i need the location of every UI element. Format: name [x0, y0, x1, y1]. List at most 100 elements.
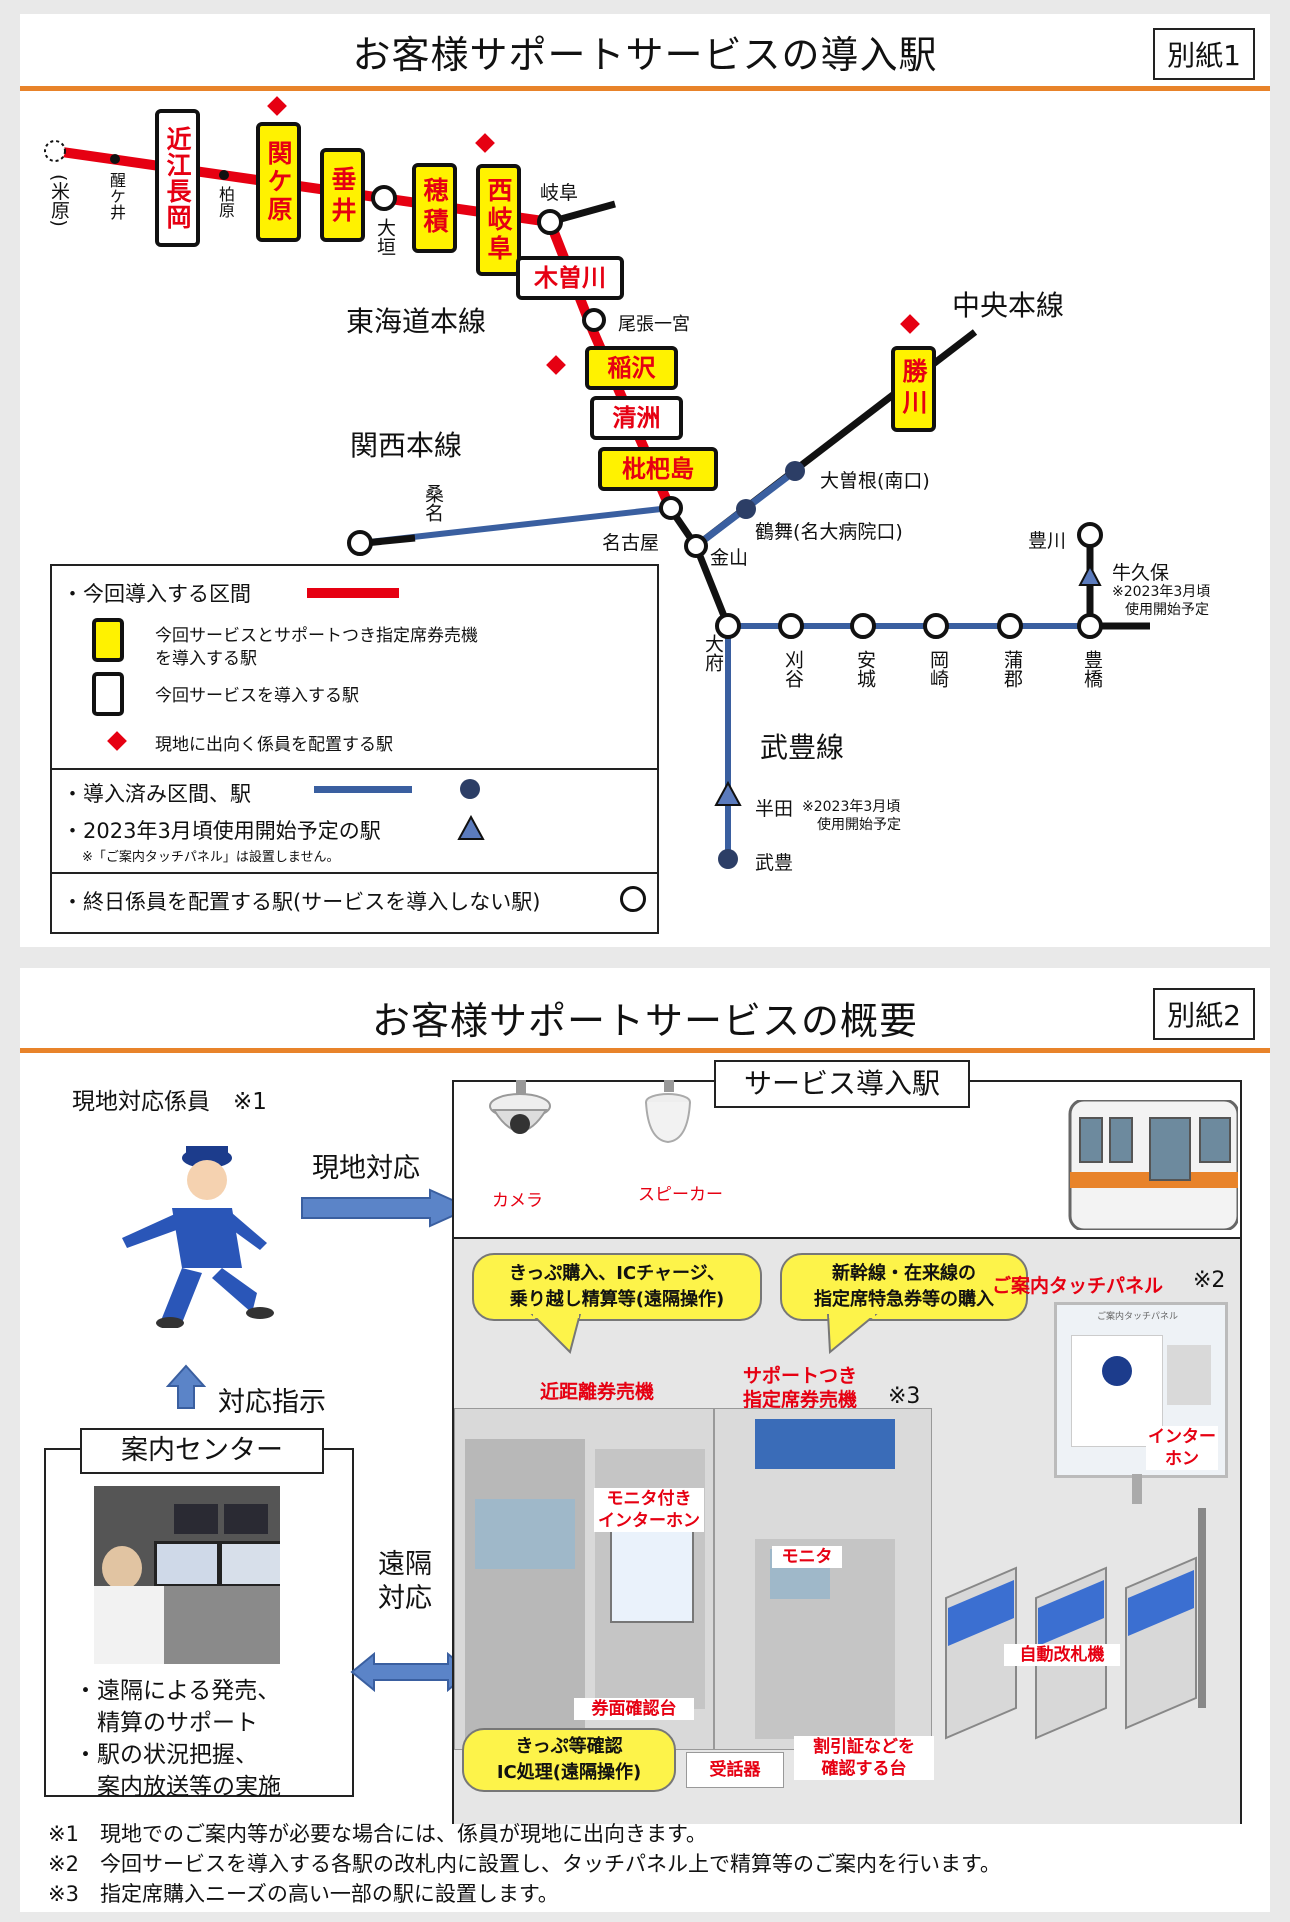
callout-ticket: きっぷ購入、ICチャージ、乗り越し精算等(遠隔操作) — [472, 1253, 762, 1321]
callout-shinkansen: 新幹線・在来線の指定席特急券等の購入 — [780, 1253, 1028, 1321]
center-desc-line-3: ・駅の状況把握、 — [74, 1742, 258, 1768]
support-machine-line-1: サポートつき — [742, 1365, 857, 1387]
legend-diamond-text: 現地に出向く係員を配置する駅 — [155, 735, 393, 755]
title-rule-2 — [20, 1048, 1270, 1053]
legend-red-line — [307, 588, 399, 598]
speaker-icon — [645, 1080, 691, 1144]
center-description: ・遠隔による発売、 精算のサポート・駅の状況把握、 案内放送等の実施 — [74, 1675, 281, 1803]
box-kachigawa: 勝川 — [891, 346, 936, 432]
box-kisogawa: 木曽川 — [516, 256, 624, 300]
remote-label: 遠隔対応 — [378, 1548, 432, 1616]
train-illustration — [1068, 1100, 1238, 1230]
support-machine-line-2: 指定席券売機 — [742, 1389, 857, 1411]
station-circle-gamagori — [997, 613, 1023, 639]
center-desc-line-4: 案内放送等の実施 — [74, 1774, 281, 1800]
station-circle-anjo — [850, 613, 876, 639]
station-circle-kuwana — [347, 530, 373, 556]
ticket-gates-illustration — [945, 1508, 1206, 1740]
legend-yellow-text-2: を導入する駅 — [155, 649, 257, 669]
legend-white-box — [92, 672, 124, 716]
label-toyohashi: 豊橋 — [1081, 650, 1103, 688]
label-owari-ichinomiya: 尾張一宮 — [618, 314, 690, 335]
legend-planned-text: ・2023年3月頃使用開始予定の駅 — [62, 819, 381, 843]
footnote-3: ※3 指定席購入ニーズの高い一部の駅に設置します。 — [48, 1882, 559, 1906]
title-rule — [20, 86, 1270, 91]
station-circle-gifu — [537, 209, 563, 235]
legend-diamond — [107, 731, 127, 751]
station-triangle-ushikubo — [1078, 563, 1102, 586]
center-photo-screen-1 — [154, 1541, 220, 1587]
label-toyokawa: 豊川 — [1028, 530, 1067, 552]
label-ushikubo-note-1: ※2023年3月頃 — [1112, 584, 1211, 600]
support-machine-sign — [755, 1419, 895, 1469]
remote-label-1: 遠隔 — [378, 1549, 432, 1580]
page-title: お客様サポートサービスの導入駅 — [352, 33, 938, 77]
label-nagoya: 名古屋 — [602, 532, 660, 554]
label-ozone: 大曽根(南口) — [820, 470, 930, 492]
center-photo-monitor-2 — [224, 1504, 268, 1534]
staff-label: 現地対応係員 ※1 — [72, 1089, 267, 1115]
box-inazawa: 稲沢 — [585, 346, 678, 390]
touch-panel-label: ご案内タッチパネル — [992, 1275, 1164, 1297]
callout-shinkansen-line-1: 新幹線・在来線の — [832, 1263, 976, 1284]
touch-panel-note: ※2 — [1193, 1268, 1226, 1293]
station-dot-ozone — [785, 461, 805, 481]
center-box: 案内センター ・遠隔による発売、 精算のサポート・駅の状況把握、 案内放送等の実… — [44, 1428, 354, 1800]
page-title-2: お客様サポートサービスの概要 — [371, 999, 918, 1043]
center-photo-operator-body — [94, 1586, 164, 1664]
intercom-label: インター ホン — [1146, 1426, 1218, 1470]
label-kuwana: 桑名 — [422, 484, 444, 522]
monitor-intercom-line-1: モニタ付き — [606, 1489, 692, 1509]
center-label: 案内センター — [80, 1428, 324, 1474]
line-name-taketoyo: 武豊線 — [760, 731, 845, 764]
station-circle-nagoya — [659, 496, 683, 520]
discount-label: 割引証などを確認する台 — [794, 1736, 934, 1780]
box-biwajima: 枇杷島 — [598, 447, 718, 491]
label-ogaki: 大垣 — [374, 218, 396, 256]
support-machine-photo — [714, 1408, 932, 1750]
box-tarui: 垂井 — [320, 148, 365, 242]
ticket-check-line-2: IC処理(遠隔操作) — [496, 1762, 642, 1783]
line-name-tokaido: 東海道本線 — [346, 305, 487, 338]
footnote-2: ※2 今回サービスを導入する各駅の改札内に設置し、タッチパネル上で精算等のご案内… — [48, 1852, 1001, 1876]
gate-label: 自動改札機 — [1004, 1644, 1120, 1666]
diamond-nishigifu — [475, 133, 495, 153]
panel-station-map: お客様サポートサービスの導入駅 別紙1 — [20, 14, 1270, 947]
touch-panel-stand — [1132, 1474, 1142, 1504]
callout-ticket-line-2: 乗り越し精算等(遠隔操作) — [509, 1289, 725, 1310]
center-photo-operator-head — [102, 1546, 142, 1590]
legend-white-text: 今回サービスを導入する駅 — [155, 686, 359, 706]
box-kiyosu: 清洲 — [590, 396, 683, 440]
panel-service-overview: お客様サポートサービスの概要 別紙2 現地対応係員 ※1 現地対応 対応指示 案… — [20, 968, 1270, 1912]
label-ushikubo: 牛久保 — [1112, 562, 1170, 584]
legend: ・今回導入する区間 今回サービスとサポートつき指定席券売機 を導入する駅 今回サ… — [50, 564, 659, 934]
label-ushikubo-note-2: 使用開始予定 — [1125, 602, 1209, 618]
label-obu: 大府 — [702, 634, 724, 672]
running-staff-illustration — [122, 1146, 274, 1328]
station-circle-owari-ichinomiya — [582, 308, 606, 332]
station-circle-kariya — [778, 613, 804, 639]
remote-label-2: 対応 — [378, 1583, 432, 1614]
station-dot-samegai — [110, 154, 120, 164]
callout-shinkansen-pointer — [826, 1314, 878, 1354]
center-photo-monitor-1 — [174, 1504, 218, 1534]
legend-yellow-text-1: 今回サービスとサポートつき指定席券売機 — [155, 626, 478, 646]
station-circle-obu — [715, 613, 741, 639]
box-hozumi: 穂積 — [412, 163, 457, 253]
label-gifu: 岐阜 — [540, 182, 579, 204]
callout-ticket-pointer — [530, 1314, 582, 1354]
center-desc-line-2: 精算のサポート — [74, 1710, 258, 1736]
onsite-label: 現地対応 — [312, 1153, 420, 1184]
box-omi-nagaoka: 近江長岡 — [155, 109, 200, 247]
center-photo — [94, 1486, 280, 1664]
center-desc-line-1: ・遠隔による発売、 — [74, 1678, 281, 1704]
white-stations — [347, 185, 1103, 639]
line-name-kansai: 関西本線 — [350, 429, 463, 462]
label-tsurumai: 鶴舞(名大病院口) — [755, 521, 903, 543]
discount-line-1: 割引証などを — [813, 1737, 915, 1757]
camera-label: カメラ — [492, 1191, 543, 1211]
station-circle-toyokawa — [1077, 522, 1103, 548]
label-samegai: 醒ケ井 — [107, 172, 126, 220]
legend-divider-2 — [52, 872, 657, 874]
station-circle-okazaki — [923, 613, 949, 639]
